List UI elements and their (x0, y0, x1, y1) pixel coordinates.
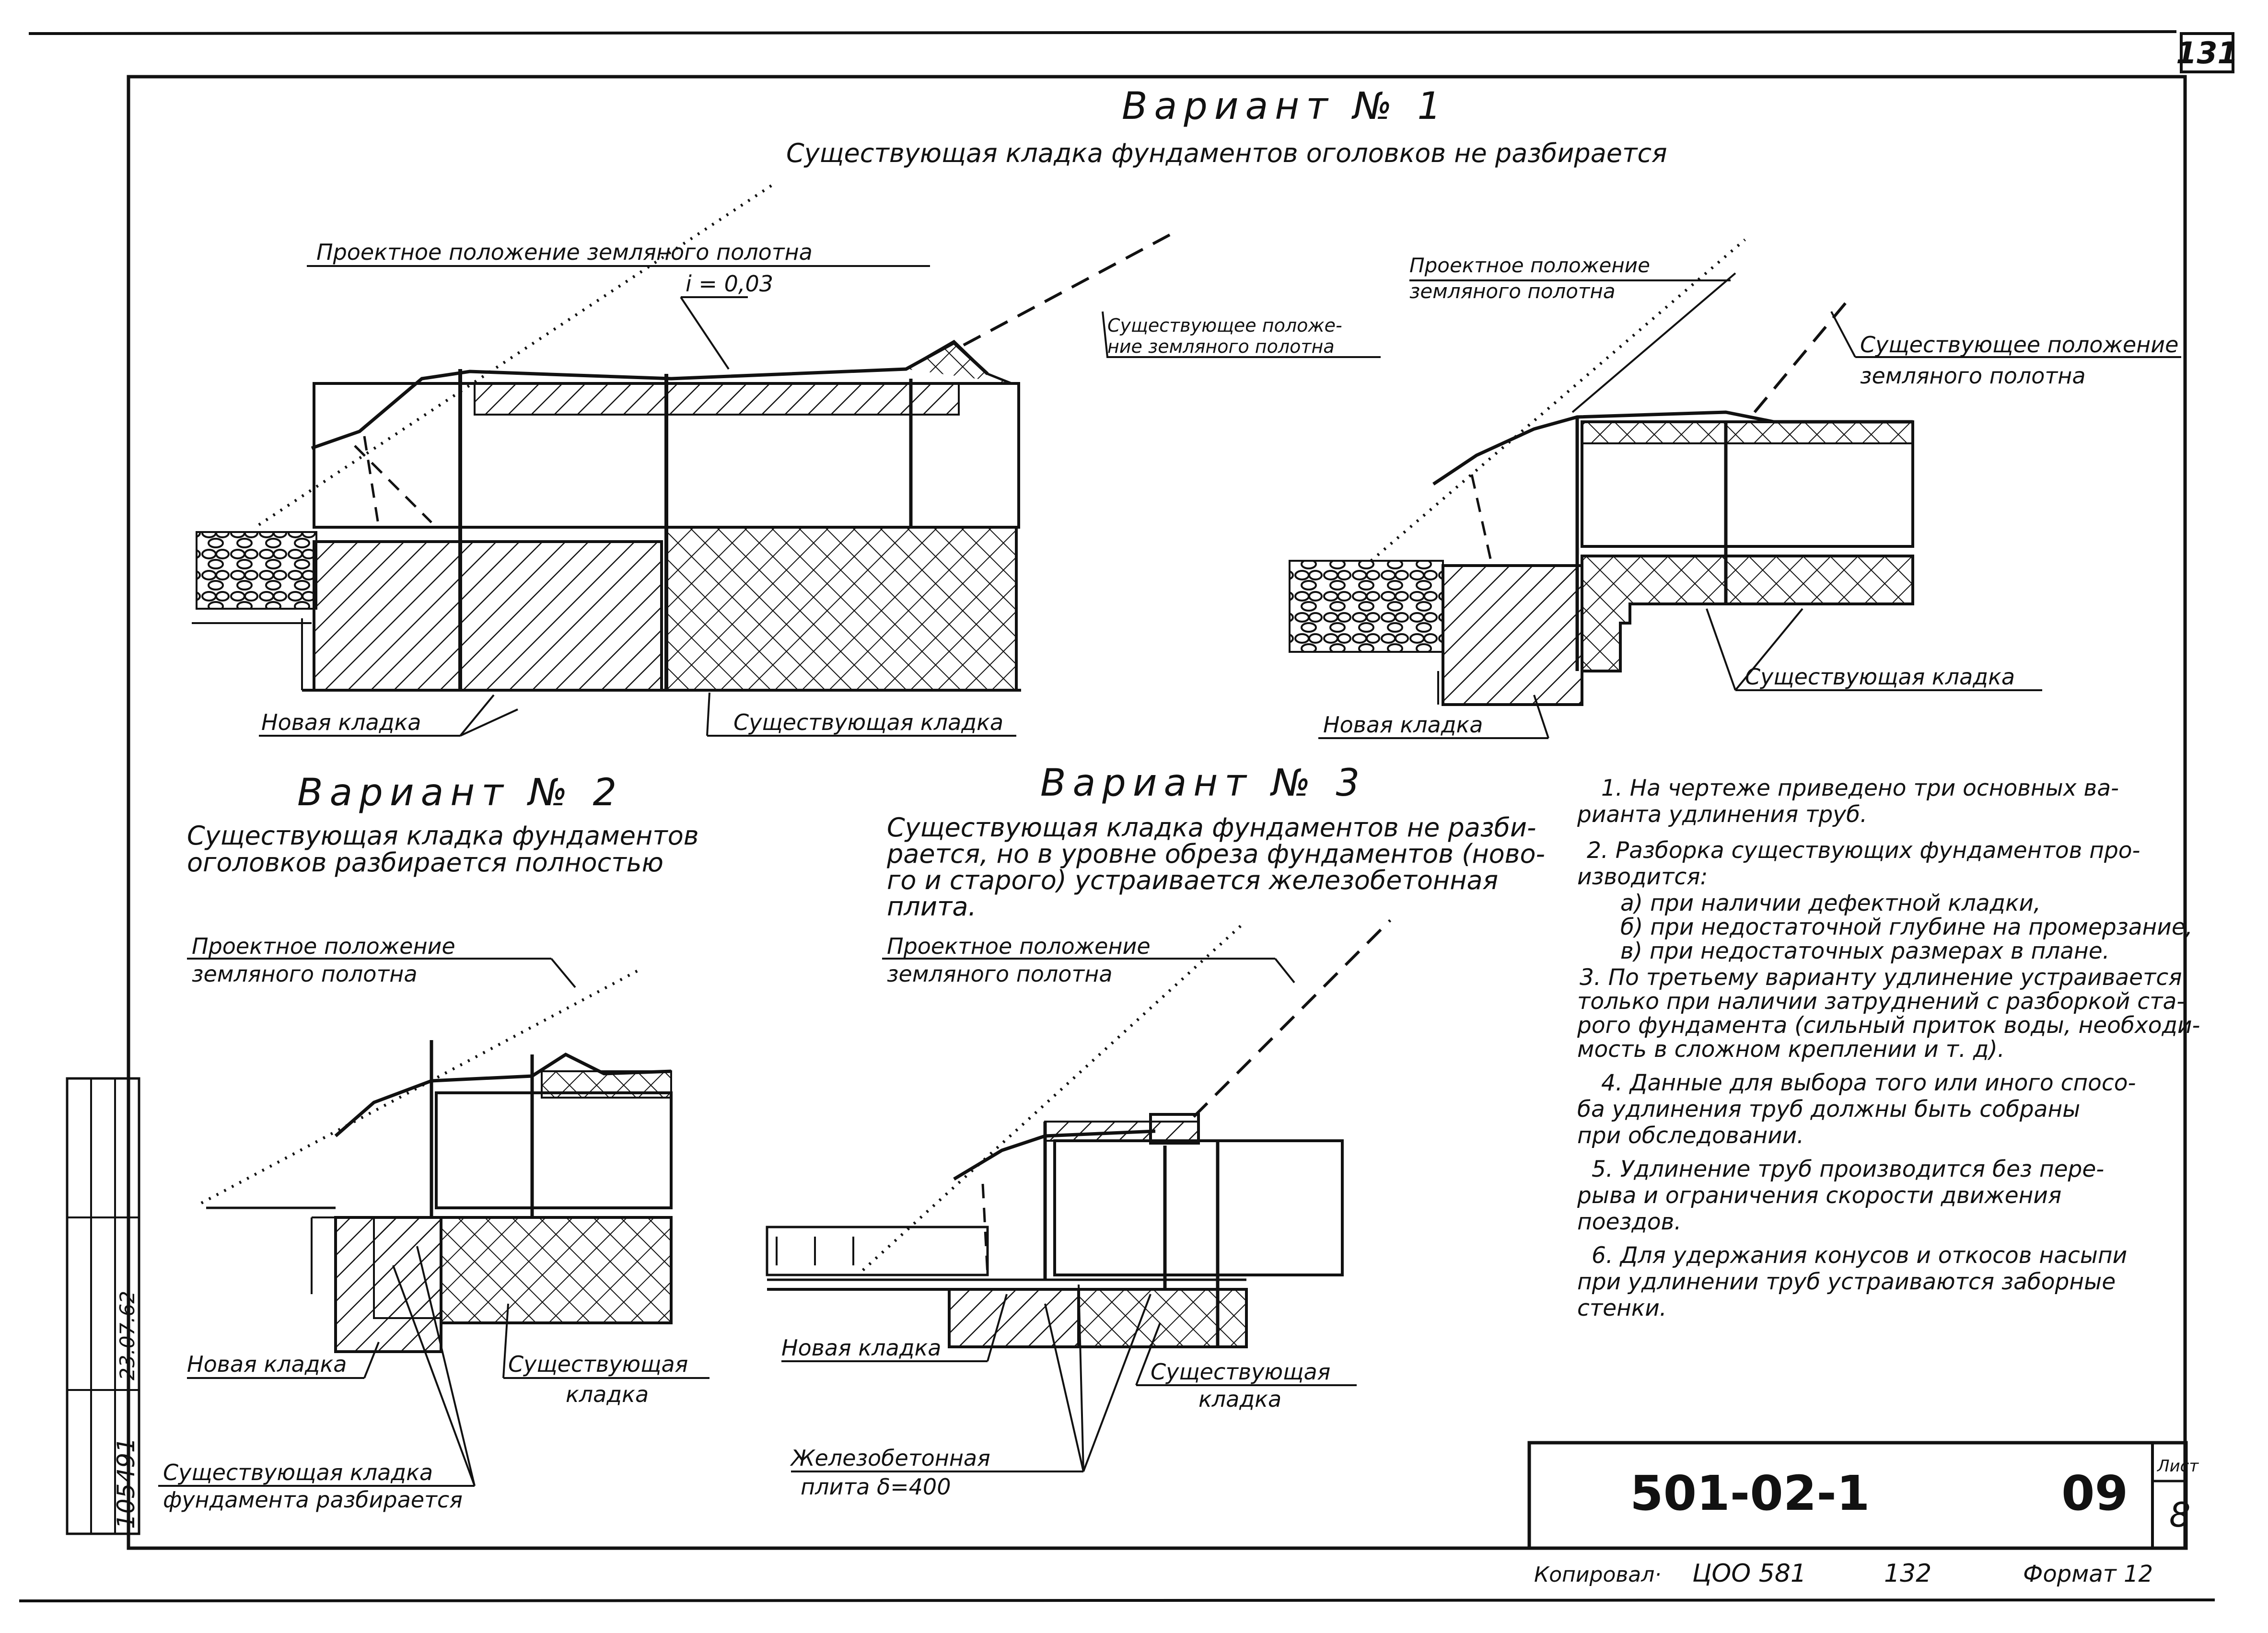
variant3-existing-masonry-1: Существующая (1151, 1359, 1330, 1385)
note-line: при удлинении труб устраиваются заборные (1577, 1269, 2116, 1295)
variant2-project-level-2: земляного полотна (192, 961, 418, 987)
note-line: мость в сложном креплении и т. д). (1577, 1036, 2005, 1063)
variant1-left-existing-level-1: Существующее положе- (1107, 315, 1342, 336)
variant1-left-project-level: Проектное положение земляного полотна (316, 239, 813, 265)
general-notes: 1. На чертеже приведено три основных ва-… (1577, 775, 2200, 1321)
doc-code: 501-02-1 (1630, 1465, 1870, 1521)
variant3-project-level-1: Проектное положение (887, 933, 1151, 959)
variant1-right-existing-level-2: земляного полотна (1860, 363, 2086, 389)
variant2-dismantled-2: фундамента разбирается (163, 1487, 463, 1513)
variant1-left-leaders (259, 265, 1381, 737)
note-line: 3. По третьему варианту удлинение устраи… (1580, 964, 2182, 991)
copy-code: ЦОО 581 (1692, 1559, 1806, 1588)
note-line: 6. Для удержания конусов и откосов насып… (1592, 1242, 2127, 1269)
sheet-frame (19, 30, 2234, 1602)
variant1-right-existing-masonry: Существующая кладка (1745, 664, 2015, 690)
note-line: только при наличии затруднений с разборк… (1577, 988, 2185, 1015)
variant1-left-drawing (192, 181, 1171, 692)
format-label: Формат 12 (2023, 1561, 2153, 1587)
note-line: 5. Удлинение труб производится без пере- (1592, 1156, 2104, 1182)
variant3-subtitle-3: го и старого) устраивается железобетонна… (887, 865, 1498, 895)
note-line: б) при недостаточной глубине на промерза… (1620, 914, 2193, 940)
variant3-drawing (766, 919, 1392, 1348)
page-number: 131 (2176, 35, 2238, 70)
variant2-subtitle-2: оголовков разбирается полностью (187, 847, 663, 878)
variant3-existing-masonry-2: кладка (1198, 1386, 1281, 1412)
note-line: 2. Разборка существующих фундаментов про… (1587, 837, 2140, 864)
variant1-right-project-level-1: Проектное положение (1409, 254, 1650, 277)
variant3-slab-2: плита δ=400 (801, 1474, 951, 1500)
variant1-right-new-masonry: Новая кладка (1323, 712, 1483, 738)
variant1-right-project-level-2: земляного полотна (1409, 279, 1616, 303)
variant2-drawing (200, 967, 673, 1353)
side-stamp-number: 105491 (112, 1437, 140, 1529)
variant1-slope-label: i = 0,03 (686, 271, 773, 297)
variant2-leaders (158, 958, 709, 1487)
variant1-left-existing-level-2: ние земляного полотна (1107, 336, 1335, 357)
note-line: изводится: (1577, 864, 1708, 890)
note-line: а) при наличии дефектной кладки, (1620, 890, 2041, 916)
variant2-subtitle-1: Существующая кладка фундаментов (187, 821, 699, 851)
variant3-project-level-2: земляного полотна (887, 961, 1113, 987)
variant2-new-masonry: Новая кладка (187, 1351, 347, 1377)
variant3-subtitle-4: плита. (887, 892, 977, 922)
variant2-title: Вариант № 2 (297, 771, 623, 814)
list-label: Лист (2156, 1457, 2199, 1476)
note-line: стенки. (1577, 1295, 1667, 1321)
variant2-dismantled-1: Существующая кладка (163, 1459, 433, 1485)
variant1-left-existing-masonry: Существующая кладка (733, 709, 1003, 735)
variant3-slab-1: Железобетонная (790, 1445, 990, 1471)
note-line: 4. Данные для выбора того или иного спос… (1601, 1070, 2136, 1096)
note-line: при обследовании. (1577, 1123, 1804, 1149)
variant3-leaders (781, 958, 1357, 1472)
note-line: рого фундамента (сильный приток воды, не… (1577, 1012, 2200, 1039)
variant2-existing-masonry-2: кладка (566, 1381, 649, 1407)
variant3-new-masonry: Новая кладка (781, 1335, 941, 1361)
note-line: в) при недостаточных размерах в плане. (1620, 938, 2110, 964)
note-line: ба удлинения труб должны быть собраны (1577, 1096, 2080, 1123)
note-line: рыва и ограничения скорости движения (1577, 1182, 2061, 1209)
sheet-number: 09 (2061, 1465, 2128, 1521)
variant3-title: Вариант № 3 (1040, 762, 1366, 805)
variant3-subtitle-1: Существующая кладка фундаментов не разби… (887, 812, 1536, 843)
variant3-subtitle-2: рается, но в уровне обреза фундаментов (… (886, 839, 1545, 869)
variant2-project-level-1: Проектное положение (192, 933, 455, 959)
variant1-right-leaders (1318, 272, 2181, 739)
note-line: рианта удлинения труб. (1577, 801, 1867, 828)
variant1-right-existing-level-1: Существующее положение (1860, 332, 2178, 358)
copied-by-label: Копировал· (1534, 1563, 1661, 1587)
side-stamp-date: 23.07.62 (116, 1291, 139, 1380)
list-number: 8 (2169, 1495, 2191, 1535)
variant1-left-new-masonry: Новая кладка (261, 709, 421, 735)
note-line: 1. На чертеже приведено три основных ва- (1601, 775, 2119, 801)
variant1-right-drawing (1289, 238, 1914, 706)
variant1-title: Вариант № 1 (1122, 85, 1448, 128)
variant2-existing-masonry-1: Существующая (508, 1351, 688, 1377)
note-line: поездов. (1577, 1209, 1681, 1235)
variant1-subtitle: Существующая кладка фундаментов оголовко… (786, 138, 1667, 168)
copy-number: 132 (1884, 1559, 1931, 1588)
